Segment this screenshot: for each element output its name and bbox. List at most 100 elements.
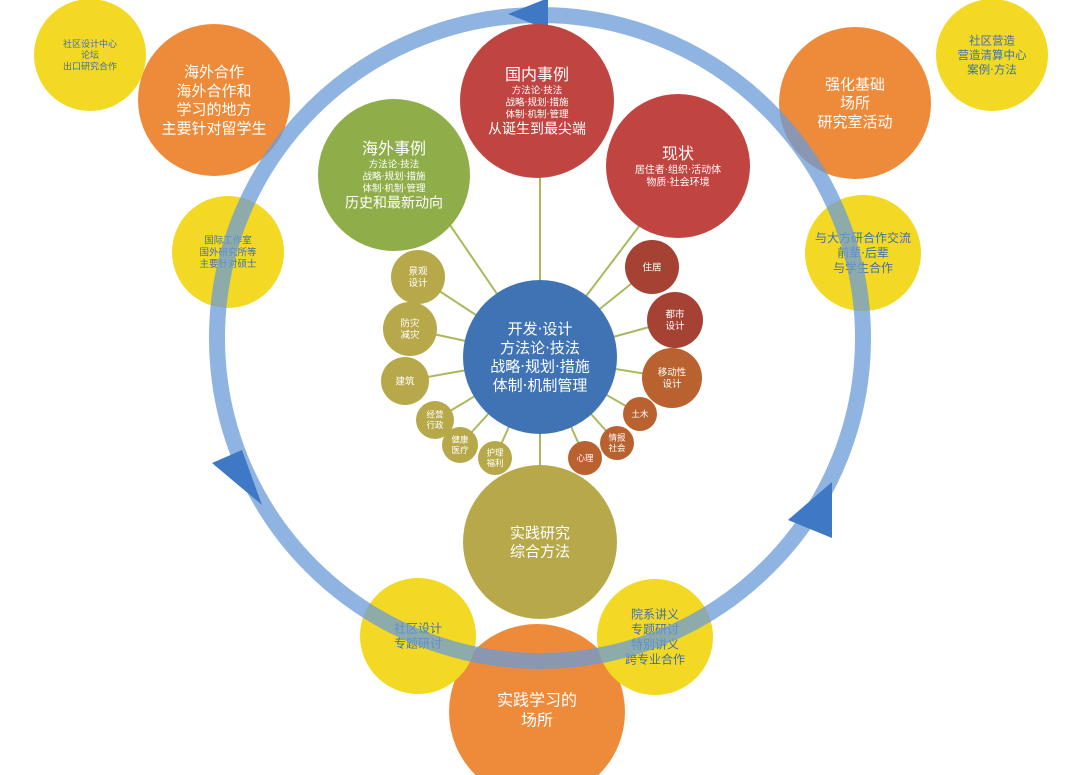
ring-arrow-left-icon <box>212 450 262 505</box>
cycle-ring <box>209 0 871 669</box>
satellite-circle-7-circle <box>568 441 602 475</box>
center-circle-line-1: 开发·设计 <box>508 320 573 338</box>
satellite-circle-10-circle <box>642 348 702 408</box>
yellow-top-left-circle-line-2: 论坛 <box>81 49 99 61</box>
current-status-circle-line-2: 居住者·组织·活动体 <box>635 163 721 176</box>
yellow-bottom-right-circle-line-4: 跨专业合作 <box>625 652 685 667</box>
domestic-cases-circle-circle <box>460 24 614 178</box>
current-status-circle-line-1: 现状 <box>662 144 694 163</box>
center-circle-line-3: 战略·规划·措施 <box>490 358 590 376</box>
center-circle-line-4: 体制·机制管理 <box>493 376 588 394</box>
satellite-circle-3-circle <box>381 357 429 405</box>
satellite-circle-6-line-2: 福利 <box>486 458 503 469</box>
satellite-circle-9: 土木 <box>623 397 657 431</box>
strengthen-base-circle-circle <box>779 27 931 179</box>
strengthen-base-circle-line-3: 研究室活动 <box>817 113 892 131</box>
satellite-circle-7-line-1: 心理 <box>576 454 594 464</box>
yellow-top-left-circle-line-1: 社区设计中心 <box>63 38 117 50</box>
satellite-circle-2-circle <box>383 302 437 356</box>
satellite-circle-2-line-2: 减灾 <box>400 329 420 341</box>
yellow-top-right-circle-line-2: 营造清算中心 <box>958 48 1027 62</box>
satellite-circle-1-line-2: 设计 <box>408 277 428 289</box>
practice-research-circle-circle <box>463 465 617 619</box>
practice-learning-circle-line-2: 场所 <box>521 711 553 730</box>
satellite-circle-3-line-1: 建筑 <box>395 375 415 387</box>
satellite-circle-10-line-2: 设计 <box>662 378 682 390</box>
overseas-cooperation-circle-line-4: 主要针对留学生 <box>161 119 266 137</box>
satellite-circle-6-circle <box>478 441 512 475</box>
overseas-cooperation-circle-circle <box>138 24 290 176</box>
current-status-circle-line-3: 物质·社会环境 <box>646 176 709 189</box>
yellow-mid-right-circle-line-1: 与大方研合作交流 <box>815 230 911 245</box>
satellite-circle-5-line-2: 医疗 <box>451 445 469 456</box>
yellow-top-right-circle-circle <box>936 0 1048 111</box>
ring-arrow-top-icon <box>508 0 548 30</box>
satellite-circle-4-line-2: 行政 <box>426 420 444 431</box>
practice-research-circle-line-2: 综合方法 <box>510 543 570 561</box>
satellite-circle-12: 住居 <box>625 240 679 294</box>
yellow-top-right-circle-line-3: 案例·方法 <box>967 62 1017 76</box>
satellite-circle-4-line-1: 经营 <box>426 410 443 421</box>
satellite-circle-11-circle <box>647 292 703 348</box>
strengthen-base-circle-line-2: 场所 <box>840 94 870 112</box>
satellite-circle-3: 建筑 <box>381 357 429 405</box>
satellite-circle-5-line-1: 健康 <box>451 435 469 446</box>
overseas-cases-circle-line-1: 海外事例 <box>362 139 426 158</box>
overseas-cooperation-circle-line-3: 学习的地方 <box>176 101 251 119</box>
satellite-circle-8-line-2: 社会 <box>608 443 626 454</box>
domestic-cases-circle-line-2: 方法论·技法 <box>512 85 563 97</box>
overseas-cases-circle-line-2: 方法论·技法 <box>369 159 420 171</box>
current-status-circle-circle <box>606 94 750 238</box>
satellite-circle-11-line-2: 设计 <box>665 320 685 332</box>
ring-arrow-right-icon <box>788 482 832 538</box>
satellite-circle-1-circle <box>391 250 445 304</box>
domestic-cases-circle-line-4: 体制·机制·管理 <box>505 108 569 120</box>
yellow-top-left-circle-circle <box>34 0 146 111</box>
satellite-circle-12-circle <box>625 240 679 294</box>
yellow-top-right-circle-line-1: 社区营造 <box>969 34 1015 48</box>
bubbles-front: 社区设计中心论坛出口研究合作社区营造营造清算中心案例·方法海外事例方法论·技法战… <box>34 0 1048 619</box>
satellite-circle-1-line-1: 景观 <box>408 266 428 277</box>
center-circle-line-2: 方法论·技法 <box>500 339 580 357</box>
satellite-circle-11-line-1: 都市 <box>665 308 685 320</box>
satellite-circle-8-line-1: 情报 <box>608 433 626 444</box>
satellite-circle-2-line-1: 防灾 <box>400 317 420 329</box>
overseas-cooperation-circle-line-1: 海外合作 <box>184 63 244 81</box>
practice-learning-circle-line-1: 实践学习的 <box>497 691 577 710</box>
domestic-cases-circle-line-1: 国内事例 <box>505 65 569 84</box>
overseas-cooperation-circle-line-2: 海外合作和 <box>176 82 251 100</box>
domestic-cases-circle-line-3: 战略·规划·措施 <box>505 97 569 109</box>
strengthen-base-circle-line-1: 强化基础 <box>825 75 885 93</box>
overseas-cases-circle-line-3: 战略·规划·措施 <box>362 171 426 183</box>
satellite-circle-4-circle <box>416 401 454 439</box>
overseas-cases-circle-line-4: 体制·机制·管理 <box>362 182 426 194</box>
satellite-circle-5-circle <box>442 427 478 463</box>
satellite-circle-12-line-1: 住居 <box>642 261 661 273</box>
domestic-cases-circle-line-5: 从诞生到最尖端 <box>488 122 586 138</box>
satellite-circle-6-line-1: 护理 <box>486 448 504 459</box>
overseas-cases-circle-circle <box>318 99 470 251</box>
yellow-bottom-right-circle-line-1: 院系讲义 <box>631 607 679 622</box>
satellite-circle-9-circle <box>623 397 657 431</box>
satellite-circle-7: 心理 <box>568 441 602 475</box>
center-circle-circle <box>463 280 617 434</box>
